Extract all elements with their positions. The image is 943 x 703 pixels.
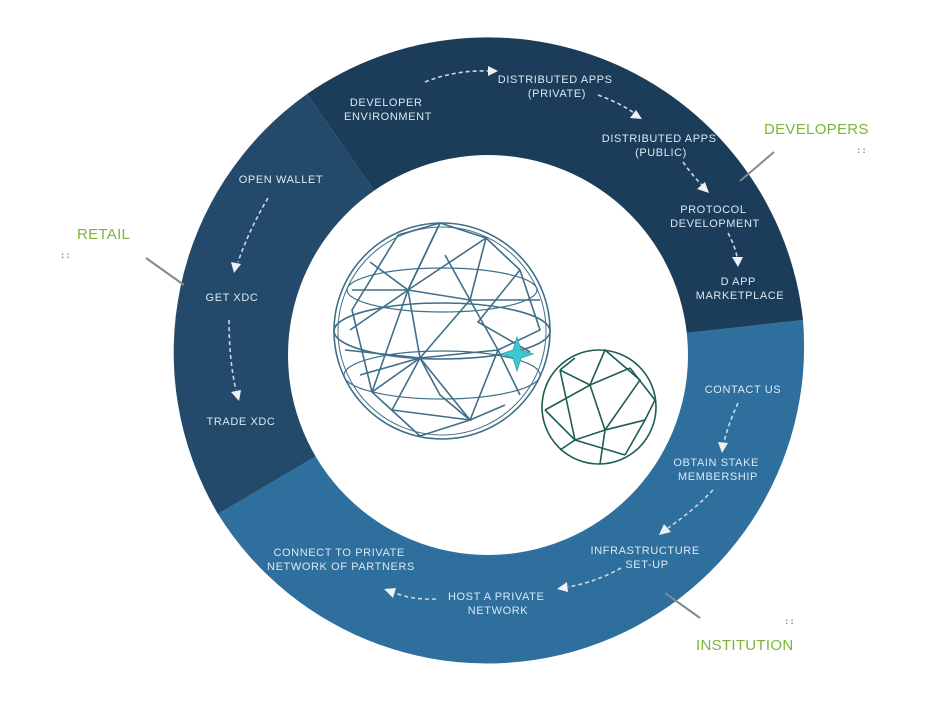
- arrow-dev-1: [424, 70, 489, 83]
- category-label-developers: DEVELOPERS: [764, 121, 869, 138]
- step-get-xdc: GET XDC: [206, 292, 259, 304]
- step-protocol-development: PROTOCOL DEVELOPMENT: [670, 204, 760, 230]
- callout-developers: DEVELOPERS ::: [739, 121, 869, 182]
- step-developer-environment: DEVELOPER ENVIRONMENT: [344, 97, 432, 123]
- step-trade-xdc: TRADE XDC: [207, 416, 276, 428]
- ring: [173, 37, 805, 664]
- dots-institution: ::: [784, 617, 795, 627]
- arrow-retail-2: [228, 319, 237, 391]
- step-host-a-private-network: HOST A PRIVATE NETWORK: [448, 591, 548, 617]
- step-contact-us: CONTACT US: [705, 384, 782, 396]
- arrow-inst-4: [394, 592, 437, 600]
- arrowhead-dev-3: [697, 182, 709, 193]
- step-open-wallet: OPEN WALLET: [239, 174, 323, 186]
- arrowhead-dev-4: [732, 257, 743, 267]
- step-distributed-apps-private: DISTRIBUTED APPS (PRIVATE): [498, 74, 616, 100]
- arrowhead-inst-4: [384, 588, 396, 598]
- leader-line-institution: [664, 592, 701, 619]
- four-point-star-icon: [499, 335, 535, 373]
- wireframe-globe-small-icon: [541, 348, 657, 465]
- arrowhead-dev-1: [488, 66, 498, 76]
- arrowhead-retail-2: [231, 390, 241, 401]
- dots-developers: ::: [856, 146, 867, 156]
- arrow-dev-2: [597, 94, 635, 114]
- step-d-app-marketplace: D APP MARKETPLACE: [696, 276, 785, 302]
- segment-retail: [173, 94, 488, 514]
- step-infrastructure-set-up: INFRASTRUCTURE SET-UP: [591, 545, 704, 571]
- dots-retail: ::: [60, 251, 71, 261]
- arrow-inst-2: [667, 489, 714, 529]
- arrowhead-inst-1: [718, 442, 728, 453]
- step-distributed-apps-public: DISTRIBUTED APPS (PUBLIC): [602, 133, 720, 159]
- arrowhead-retail-1: [231, 262, 241, 273]
- segment-developers: [307, 37, 803, 355]
- developers-steps: DEVELOPER ENVIRONMENT DISTRIBUTED APPS (…: [344, 66, 784, 302]
- arrow-inst-1: [723, 402, 739, 443]
- arrowhead-dev-2: [630, 110, 642, 119]
- leader-line-retail: [145, 257, 185, 286]
- step-connect-to-private-network: CONNECT TO PRIVATE NETWORK OF PARTNERS: [267, 547, 415, 573]
- arrow-dev-3: [682, 161, 703, 186]
- callout-retail: RETAIL ::: [60, 226, 185, 286]
- arrow-retail-1: [237, 197, 269, 263]
- arrowhead-inst-3: [557, 582, 568, 592]
- retail-steps: OPEN WALLET GET XDC TRADE XDC: [206, 174, 323, 428]
- wireframe-globe-icon: [333, 222, 551, 440]
- arrow-dev-4: [727, 232, 738, 258]
- category-label-institution: INSTITUTION: [696, 637, 793, 654]
- category-label-retail: RETAIL: [77, 226, 130, 243]
- arrowhead-inst-2: [659, 524, 671, 535]
- segment-institution: [218, 320, 805, 664]
- arrow-inst-3: [567, 567, 622, 588]
- callout-institution: INSTITUTION ::: [664, 592, 795, 654]
- leader-line-developers: [739, 151, 775, 182]
- step-obtain-stake-membership: OBTAIN STAKE MEMBERSHIP: [673, 457, 762, 483]
- institution-steps: CONTACT US OBTAIN STAKE MEMBERSHIP INFRA…: [267, 384, 781, 617]
